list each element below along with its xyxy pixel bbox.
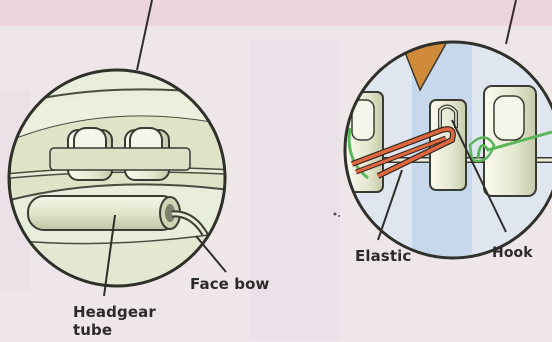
speck <box>338 215 340 217</box>
label-face-bow: Face bow <box>190 276 269 293</box>
label-elastic: Elastic <box>355 248 411 265</box>
speck <box>334 213 337 216</box>
label-headgear-tube-line2: tube <box>73 322 112 339</box>
label-headgear-tube-line1: Headgear <box>73 304 156 321</box>
faded-background-panel <box>0 0 552 26</box>
faded-background-panel <box>250 40 340 340</box>
label-hook: Hook <box>492 245 533 262</box>
